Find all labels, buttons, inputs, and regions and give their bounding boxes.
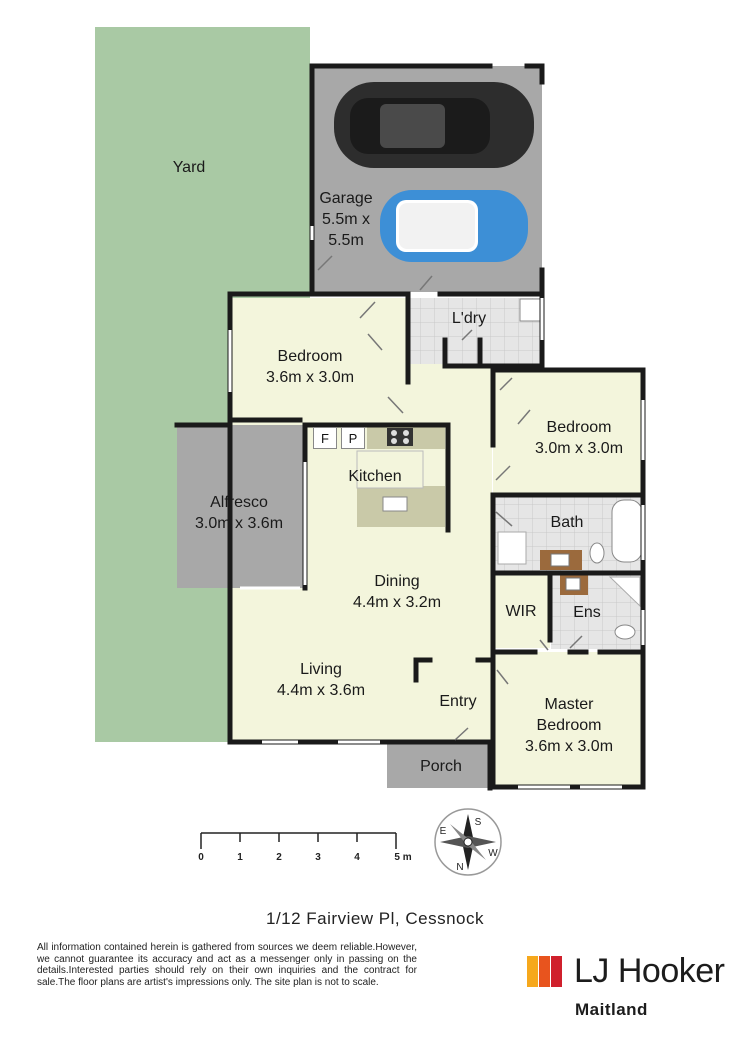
brand-name: LJ Hooker [574, 952, 725, 990]
kitchen-island-top [356, 450, 424, 489]
doors [317, 255, 583, 741]
porch-label: Porch [420, 758, 462, 775]
compass-letter: E [439, 826, 447, 837]
shower-icon [497, 531, 527, 565]
living-label: Living 4.4m x 3.6m [276, 661, 366, 699]
car-blue-icon [380, 190, 528, 262]
garage-label: Garage 5.5m x 5.5m [319, 190, 373, 249]
laundry-label: L'dry [451, 310, 487, 327]
scale-tick: 1 [237, 852, 243, 863]
compass-letter: N [456, 862, 464, 873]
ensuite-toilet-icon [614, 624, 636, 640]
bedroom-2-label: Bedroom 3.0m x 3.0m [534, 419, 624, 457]
bath-label: Bath [550, 514, 584, 531]
car-dark-icon [334, 82, 534, 168]
toilet-icon [589, 542, 605, 564]
disclaimer-text: All information contained herein is gath… [37, 942, 417, 988]
dining-label: Dining 4.4m x 3.2m [352, 573, 442, 611]
alfresco-label: Alfresco 3.0m x 3.6m [194, 494, 284, 532]
alfresco-floor [177, 425, 305, 588]
scale-tick: 0 [198, 852, 204, 863]
property-address: 1/12 Fairview Pl, Cessnock [265, 909, 485, 928]
master-bedroom-label: Master Bedroom 3.6m x 3.0m [524, 696, 614, 755]
ensuite-shower-icon [608, 576, 641, 608]
kitchen-label: Kitchen [348, 468, 402, 485]
fridge-label: F [313, 427, 337, 449]
scale-tick: 5 m [394, 852, 412, 863]
laundry-tub-icon [519, 298, 541, 322]
ensuite-label: Ens [573, 604, 601, 621]
compass-letter: W [488, 848, 498, 859]
scale-tick: 4 [354, 852, 360, 863]
bathtub-icon [611, 499, 643, 563]
windows [228, 226, 645, 789]
lj-hooker-logo-icon [527, 956, 562, 987]
yard-label: Yard [172, 159, 206, 176]
wir-label: WIR [505, 603, 537, 620]
compass-letter: S [474, 817, 482, 828]
pantry-label: P [341, 427, 365, 449]
cooktop-icon [387, 428, 413, 446]
compass-icon [434, 808, 502, 876]
entry-label: Entry [439, 693, 477, 710]
bedroom-1-label: Bedroom 3.6m x 3.0m [265, 348, 355, 386]
scale-tick: 2 [276, 852, 282, 863]
brand-branch: Maitland [575, 1000, 648, 1019]
sink-icon [382, 496, 408, 512]
porch-floor [387, 742, 490, 788]
scale-bar [200, 832, 397, 849]
scale-tick: 3 [315, 852, 321, 863]
